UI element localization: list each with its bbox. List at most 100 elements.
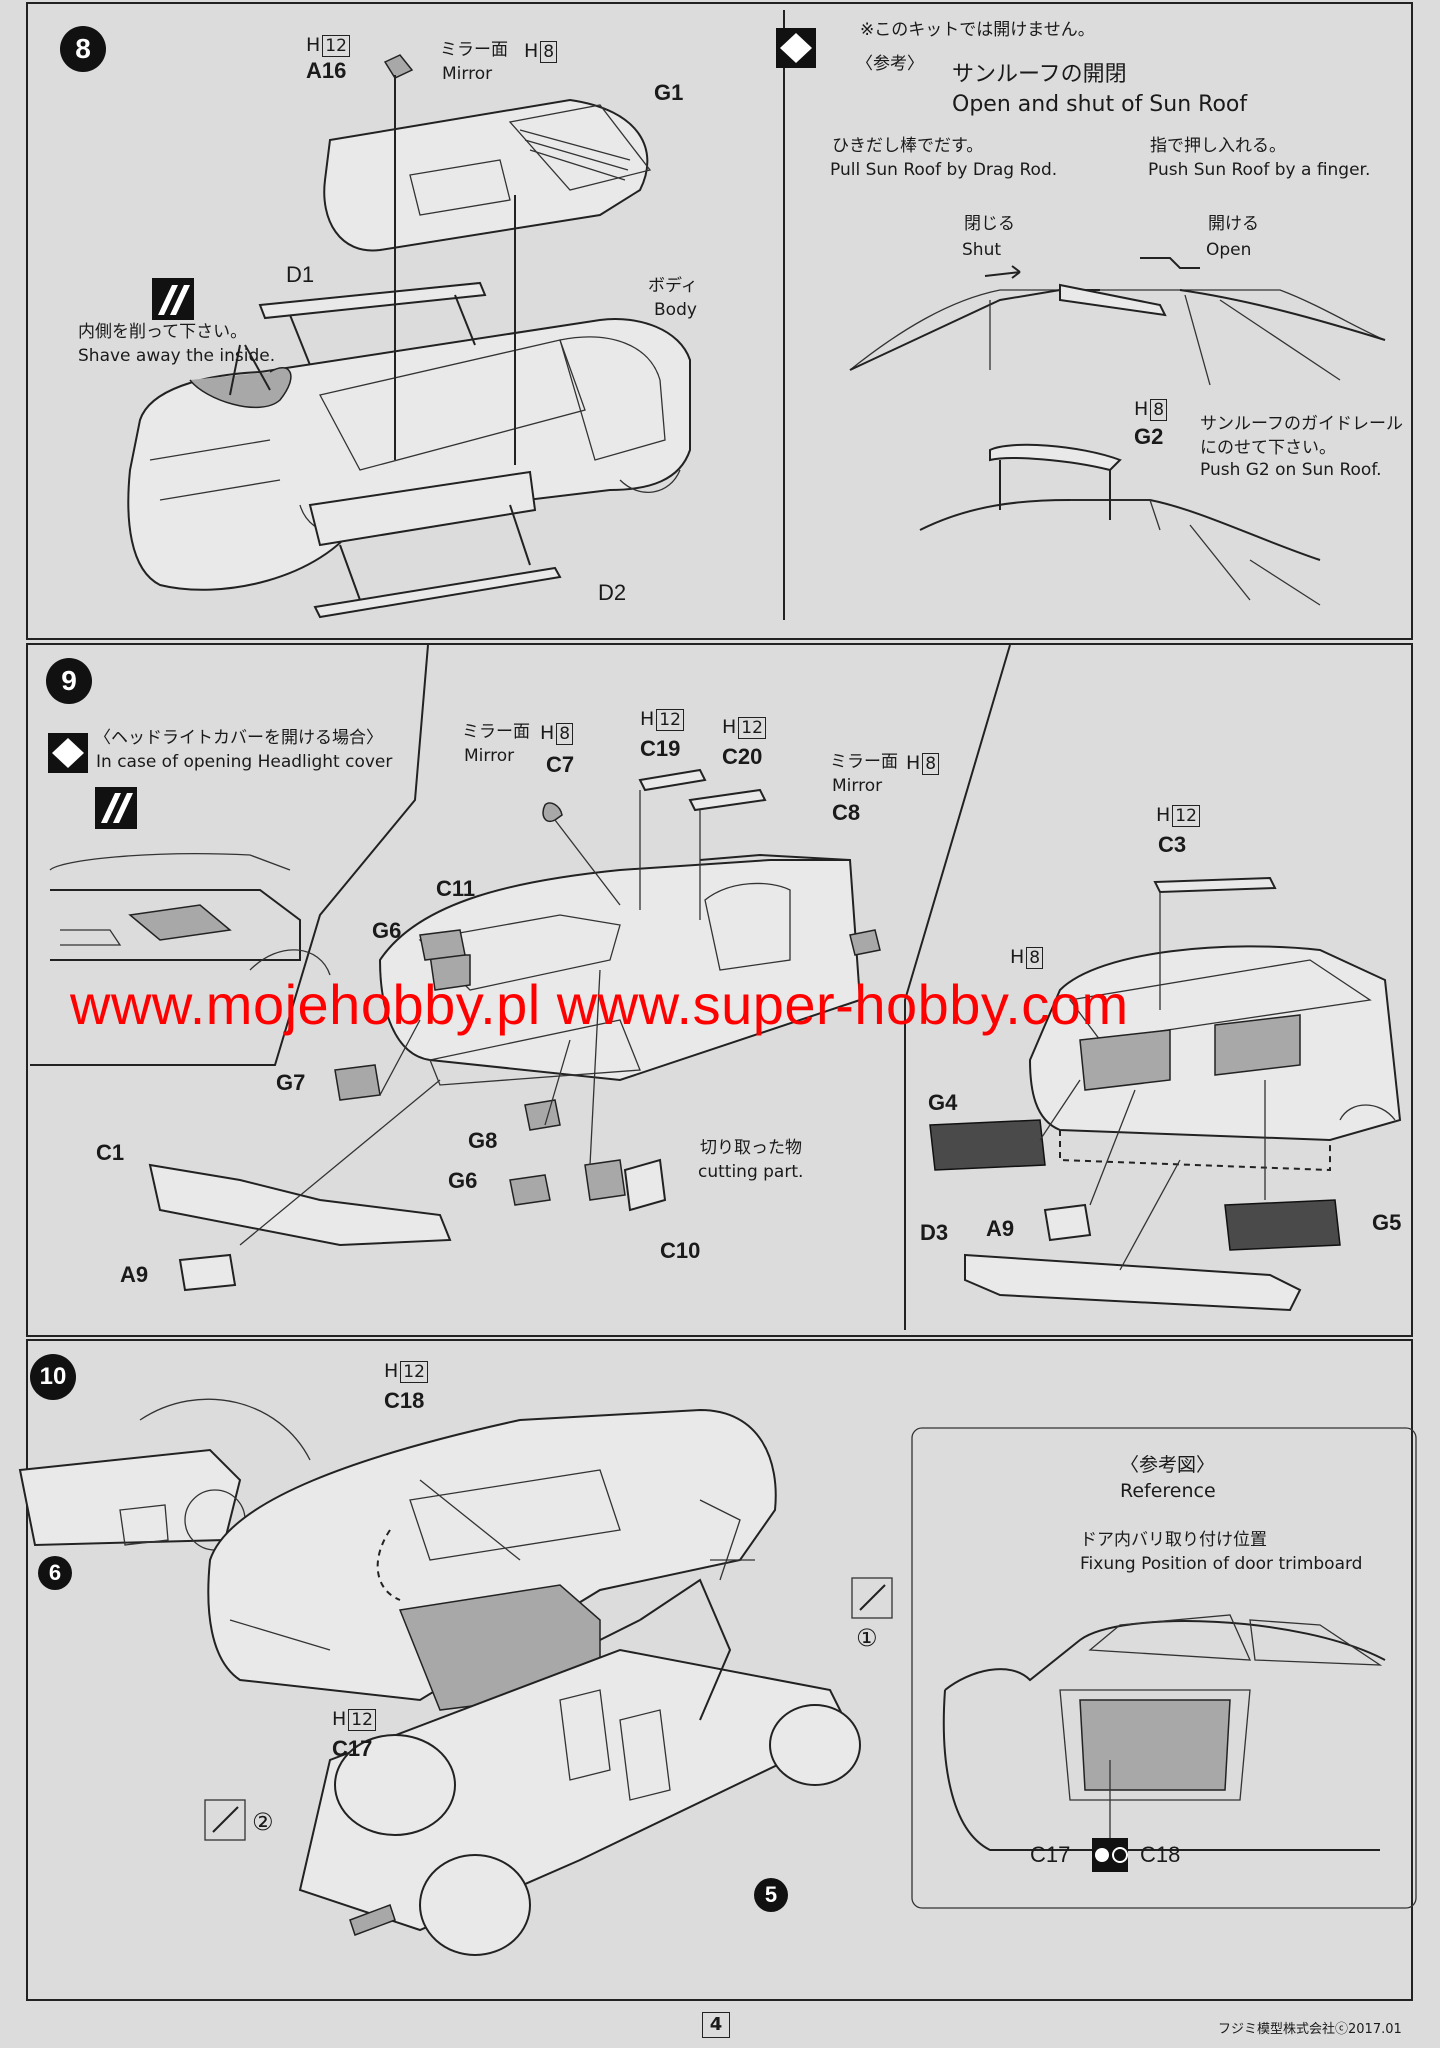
c7-mirror-jp: ミラー面: [462, 722, 530, 742]
chassis-drawing: [298, 1578, 861, 1956]
step9-rear-divider: [904, 644, 1011, 1330]
watermark-url: www.mojehobby.pl www.super-hobby.com: [70, 973, 1129, 1036]
sunroof-bottom-drawing: [919, 443, 1321, 606]
door-trim-jp: ドア内バリ取り付け位置: [1080, 1530, 1267, 1550]
shut-en: Shut: [962, 240, 1002, 260]
paint-icon-group: [95, 278, 194, 829]
step8-panel-frame: [26, 2, 1413, 640]
reference-box: [911, 1427, 1417, 1909]
part-label-g4: G4: [928, 1090, 958, 1115]
step9-panel-frame: [26, 643, 1413, 1337]
part-label-g1: G1: [654, 80, 684, 105]
step8-arrows: [229, 75, 531, 601]
reference-jp-title: 〈参考図〉: [1120, 1454, 1216, 1476]
sunroof-ref-tag: 〈参考〉: [856, 54, 924, 74]
door-pin-symbol: [1092, 1838, 1128, 1872]
mirror-jp-label: ミラー面: [440, 40, 508, 60]
c8-mirror-jp: ミラー面: [830, 752, 898, 772]
step9-rear-arrows: [1039, 892, 1266, 1271]
open-jp: 開ける: [1208, 214, 1259, 234]
part-label-c19: C19: [640, 736, 681, 761]
part-label-c3: C3: [1158, 832, 1187, 857]
guide-en: Push G2 on Sun Roof.: [1200, 460, 1382, 480]
ref-step-6: 6: [38, 1556, 72, 1590]
part-label-c11: C11: [436, 876, 476, 901]
part-label-c18: C18: [384, 1388, 425, 1413]
shave-jp-note: 内側を削って下さい。: [78, 322, 248, 342]
publisher-footer: フジミ模型株式会社ⓒ2017.01: [1218, 2022, 1402, 2037]
page-number: 4: [702, 2012, 730, 2038]
reference-car-drawing: [942, 1614, 1386, 1851]
push-jp: 指で押し入れる。: [1150, 136, 1286, 156]
sunroof-kit-note: ※このキットでは開けません。: [860, 20, 1095, 40]
headlight-en: In case of opening Headlight cover: [96, 752, 393, 772]
step9-rear-parts: [929, 876, 1341, 1312]
reference-en-title: Reference: [1120, 1480, 1216, 1502]
part-label-d1: D1: [286, 262, 315, 287]
a16-mirror-part: [383, 54, 414, 79]
step-number-10: 10: [30, 1354, 76, 1400]
part-label-a9-rear: A9: [986, 1216, 1015, 1241]
cement-icons: [204, 1577, 893, 1841]
step9-front-parts: [148, 768, 881, 1292]
headlight-inset-drawing: [49, 853, 331, 976]
c7-mirror-en: Mirror: [464, 746, 515, 766]
step9-front-arrows: [239, 790, 701, 1246]
ref-label-c18: C18: [1140, 1842, 1181, 1867]
ref-step-5: 5: [754, 1878, 788, 1912]
part-label-d3: D3: [920, 1220, 949, 1245]
part-label-a16: A16: [306, 58, 347, 83]
step-number-9: 9: [46, 658, 92, 704]
door-trim-en: Fixung Position of door trimboard: [1080, 1554, 1363, 1574]
part-label-g2: G2: [1134, 424, 1164, 449]
part-label-c17: C17: [332, 1736, 373, 1761]
guide-jp-1: サンルーフのガイドレール: [1200, 414, 1403, 434]
optional-step-icons: [48, 28, 816, 773]
part-label-g8: G8: [468, 1128, 498, 1153]
part-label-g6-lower: G6: [448, 1168, 478, 1193]
car-front-drawing: [378, 853, 862, 1086]
step10-arrows: [229, 1479, 755, 1651]
sunroof-top-drawing: [849, 257, 1386, 386]
step10-panel-frame: [26, 1339, 1413, 2001]
part-label-g7: G7: [276, 1070, 306, 1095]
ref-label-c17: C17: [1030, 1842, 1071, 1867]
step9-inset-divider: [30, 644, 429, 1066]
pull-jp: ひきだし棒でだす。: [832, 136, 984, 156]
car-rear-drawing: [1028, 945, 1402, 1172]
part-label-c7: C7: [546, 752, 575, 777]
part-label-c8: C8: [832, 800, 861, 825]
part-label-g5: G5: [1372, 1210, 1402, 1235]
cut-jp: 切り取った物: [700, 1138, 802, 1158]
body-en-label: Body: [654, 300, 697, 320]
push-en: Push Sun Roof by a finger.: [1148, 160, 1371, 180]
cut-en: cutting part.: [698, 1162, 804, 1182]
shave-en-note: Shave away the inside.: [78, 346, 276, 366]
shut-jp: 閉じる: [964, 214, 1015, 234]
headlight-jp: 〈ヘッドライトカバーを開ける場合〉: [94, 728, 383, 748]
sunroof-title-en: Open and shut of Sun Roof: [952, 92, 1248, 117]
part-label-g6-upper: G6: [372, 918, 402, 943]
c8-mirror-en: Mirror: [832, 776, 883, 796]
cement-step-2: ②: [252, 1808, 274, 1836]
strips-d1-d2: [258, 281, 562, 619]
sunroof-title-jp: サンルーフの開閉: [952, 62, 1127, 87]
pull-en: Pull Sun Roof by Drag Rod.: [830, 160, 1058, 180]
part-label-c1: C1: [96, 1140, 125, 1165]
part-label-a9-front: A9: [120, 1262, 149, 1287]
step-number-8: 8: [60, 26, 106, 72]
part-label-c20: C20: [722, 744, 763, 769]
